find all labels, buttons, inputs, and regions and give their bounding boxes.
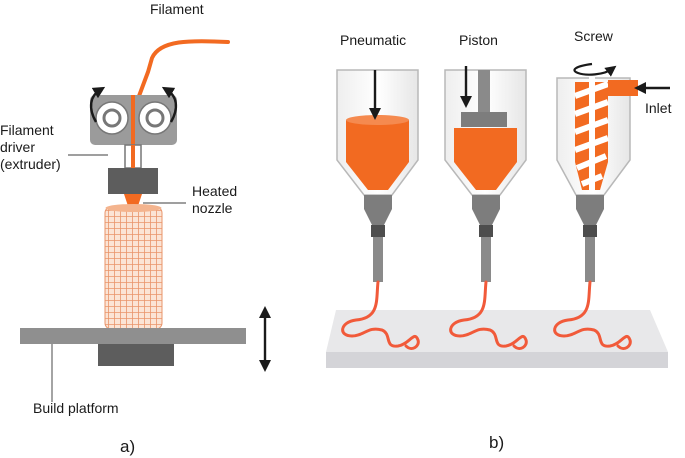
- piston-syringe: [444, 66, 528, 350]
- piston-head: [461, 112, 507, 127]
- extruded-strand-screw: [553, 280, 632, 350]
- extruded-strand-piston: [449, 280, 528, 350]
- nozzle-tip: [124, 194, 142, 206]
- print-substrate: [326, 310, 668, 352]
- label-screw: Screw: [574, 28, 613, 44]
- label-filament-driver: Filament driver (extruder): [0, 122, 61, 172]
- piston-rod: [478, 70, 490, 117]
- label-filament: Filament: [150, 1, 204, 17]
- panel-b-extrusion-methods: [326, 310, 668, 368]
- driver-roller-right: [138, 101, 172, 135]
- auger-screw: [573, 66, 610, 190]
- screw-syringe: [553, 62, 670, 350]
- caption-panel-a: a): [120, 437, 136, 456]
- label-build-platform: Build platform: [33, 400, 119, 416]
- material-inlet-tube: [608, 80, 638, 96]
- platform-support: [98, 344, 174, 366]
- printed-lattice-part: [104, 206, 163, 330]
- screw-rotation-arrow-icon: [573, 62, 617, 77]
- caption-panel-b: b): [489, 433, 505, 452]
- pneumatic-syringe: [336, 69, 420, 350]
- filament-strand: [129, 39, 230, 192]
- label-piston: Piston: [459, 32, 498, 48]
- rotation-arrow-left-icon: [89, 86, 106, 123]
- label-pneumatic: Pneumatic: [340, 32, 407, 48]
- heated-nozzle-block: [108, 168, 158, 194]
- label-heated-nozzle: Heated nozzle: [192, 183, 238, 216]
- extruded-strand-pneumatic: [341, 280, 420, 350]
- panel-a-fdm-printer: [20, 39, 271, 402]
- label-inlet: Inlet: [645, 100, 672, 116]
- build-platform: [20, 328, 246, 344]
- driver-roller-left: [95, 101, 129, 135]
- rotation-arrow-right-icon: [161, 86, 178, 123]
